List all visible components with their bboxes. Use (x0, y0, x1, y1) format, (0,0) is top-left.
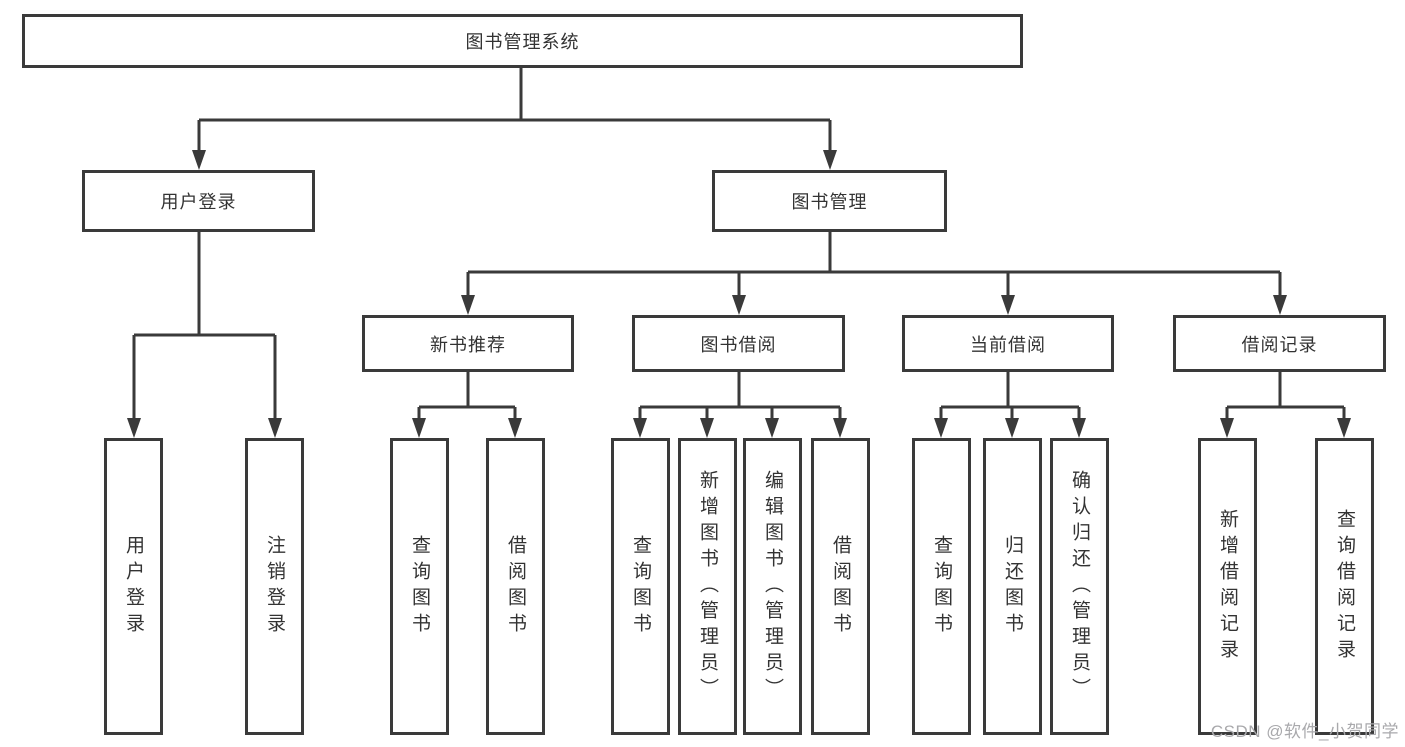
arrowhead (833, 418, 847, 438)
leaf-bb-query: 查询图书 (611, 438, 670, 735)
connector-group-new-book (412, 372, 522, 438)
arrowhead (1220, 418, 1234, 438)
arrowhead (1005, 418, 1019, 438)
connector-group-borrow-record (1220, 372, 1351, 438)
arrowhead (1273, 295, 1287, 315)
node-book-borrow-label: 图书借阅 (700, 334, 777, 355)
node-new-book-rec: 新书推荐 (362, 315, 574, 372)
leaf-br-query: 查询借阅记录 (1315, 438, 1374, 735)
node-borrow-record-label: 借阅记录 (1241, 334, 1318, 355)
leaf-cb-confirm-label: 确认归还（管理员） (1069, 469, 1090, 704)
arrowhead (1337, 418, 1351, 438)
leaf-bb-add: 新增图书（管理员） (678, 438, 737, 735)
node-new-book-rec-label: 新书推荐 (430, 334, 506, 355)
arrowhead (127, 418, 141, 438)
arrowhead (1072, 418, 1086, 438)
arrowhead (508, 418, 522, 438)
node-book-mgmt-label: 图书管理 (791, 192, 868, 212)
leaf-nb-query-label: 查询图书 (409, 534, 430, 639)
connector-group-root (192, 68, 837, 170)
arrowhead (732, 295, 746, 315)
node-current-borrow-label: 当前借阅 (970, 334, 1046, 355)
arrowhead (412, 418, 426, 438)
arrowhead (461, 295, 475, 315)
node-user-login-label: 用户登录 (160, 192, 237, 212)
csdn-watermark: CSDN @软件_小贺同学 (1210, 722, 1399, 741)
leaf-bb-query-label: 查询图书 (630, 534, 651, 639)
leaf-logout: 注销登录 (245, 438, 304, 735)
node-root: 图书管理系统 (22, 14, 1023, 68)
leaf-logout-label: 注销登录 (264, 534, 285, 639)
leaf-login: 用户登录 (104, 438, 163, 735)
connector-group-book-borrow (633, 372, 847, 438)
leaf-bb-borrow-label: 借阅图书 (830, 534, 851, 639)
connector-group-user-login (127, 232, 282, 438)
arrowhead (765, 418, 779, 438)
connector-group-book-mgmt (461, 232, 1287, 315)
leaf-bb-borrow: 借阅图书 (811, 438, 870, 735)
arrowhead (192, 150, 206, 170)
leaf-nb-borrow-label: 借阅图书 (505, 534, 526, 639)
leaf-cb-query: 查询图书 (912, 438, 971, 735)
node-book-mgmt: 图书管理 (712, 170, 947, 232)
connector-group-current-borrow (934, 372, 1086, 438)
arrowhead (700, 418, 714, 438)
node-root-label: 图书管理系统 (465, 32, 580, 52)
node-borrow-record: 借阅记录 (1173, 315, 1386, 372)
arrowhead (268, 418, 282, 438)
arrowhead (633, 418, 647, 438)
leaf-login-label: 用户登录 (123, 534, 144, 639)
leaf-cb-query-label: 查询图书 (931, 534, 952, 639)
node-user-login: 用户登录 (82, 170, 315, 232)
leaf-br-add: 新增借阅记录 (1198, 438, 1257, 735)
leaf-br-query-label: 查询借阅记录 (1334, 508, 1355, 665)
leaf-nb-query: 查询图书 (390, 438, 449, 735)
arrowhead (1001, 295, 1015, 315)
arrowhead (823, 150, 837, 170)
node-current-borrow: 当前借阅 (902, 315, 1114, 372)
leaf-cb-return: 归还图书 (983, 438, 1042, 735)
leaf-bb-add-label: 新增图书（管理员） (697, 469, 718, 704)
leaf-bb-edit-label: 编辑图书（管理员） (762, 469, 783, 704)
leaf-nb-borrow: 借阅图书 (486, 438, 545, 735)
leaf-br-add-label: 新增借阅记录 (1217, 508, 1238, 665)
leaf-cb-confirm: 确认归还（管理员） (1050, 438, 1109, 735)
arrowhead (934, 418, 948, 438)
leaf-bb-edit: 编辑图书（管理员） (743, 438, 802, 735)
leaf-cb-return-label: 归还图书 (1002, 534, 1023, 639)
node-book-borrow: 图书借阅 (632, 315, 845, 372)
